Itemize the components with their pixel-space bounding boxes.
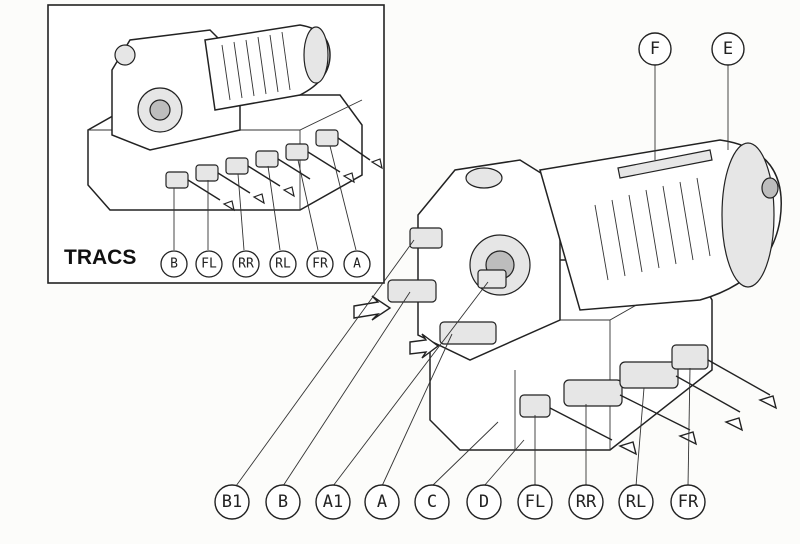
main-bottom-callouts: B1 B A1 A C D FL RR	[214, 484, 706, 520]
callout-b1: B1	[214, 484, 250, 520]
inset-callout-a: A	[343, 250, 371, 278]
inset-callouts: B FL RR RL FR A	[160, 250, 371, 278]
callout-fl: FL	[517, 484, 553, 520]
callout-e: E	[711, 32, 745, 66]
inset-callout-b: B	[160, 250, 188, 278]
callout-label: C	[427, 492, 437, 512]
callout-label: RL	[626, 492, 646, 512]
callout-rl: RL	[618, 484, 654, 520]
inset-callout-rr: RR	[232, 250, 260, 278]
inset-callout-rl: RL	[269, 250, 297, 278]
inset-unit-drawing	[87, 24, 383, 251]
inset-callout-fr: FR	[306, 250, 334, 278]
callout-rr: RR	[568, 484, 604, 520]
inset-panel: TRACS B FL RR RL FR	[47, 4, 385, 284]
callout-label: FR	[678, 492, 699, 512]
callout-c: C	[414, 484, 450, 520]
callout-f: F	[638, 32, 672, 66]
callout-a1: A1	[315, 484, 351, 520]
inset-callout-label: FR	[312, 257, 328, 272]
inset-callout-label: B	[170, 257, 178, 272]
inset-callout-label: A	[353, 257, 361, 272]
callout-label: A1	[323, 492, 343, 512]
callout-d: D	[466, 484, 502, 520]
main-unit-drawing	[235, 64, 782, 487]
inset-callout-fl: FL	[195, 250, 223, 278]
callout-label: B	[278, 492, 288, 512]
inset-title: TRACS	[64, 246, 136, 269]
callout-label: E	[723, 39, 733, 59]
inset-callout-label: FL	[201, 257, 217, 272]
callout-a: A	[364, 484, 400, 520]
callout-fr: FR	[670, 484, 706, 520]
callout-label: FL	[525, 492, 545, 512]
inset-callout-label: RR	[238, 257, 254, 272]
callout-label: A	[377, 492, 387, 512]
callout-label: D	[479, 492, 489, 512]
callout-label: F	[650, 39, 660, 59]
callout-b: B	[265, 484, 301, 520]
callout-label: RR	[576, 492, 597, 512]
inset-callout-label: RL	[275, 257, 291, 272]
main-top-callouts: F E	[638, 32, 745, 66]
callout-label: B1	[222, 492, 242, 512]
